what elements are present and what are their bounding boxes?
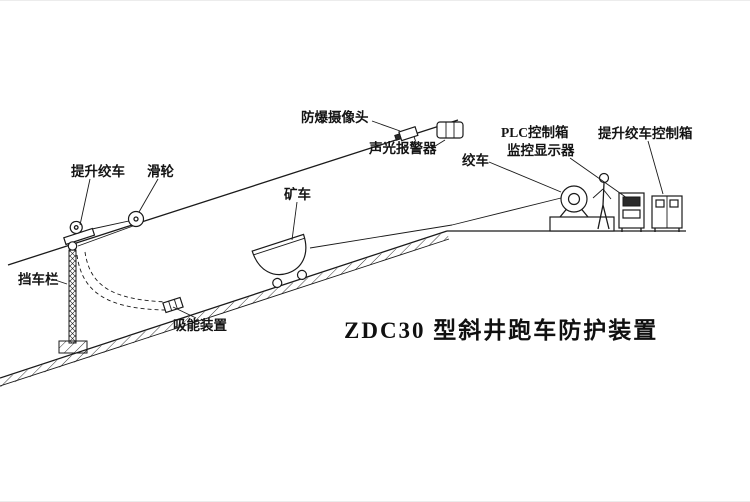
diagram-title: ZDC30 型斜井跑车防护装置: [344, 317, 658, 343]
haul-rope-line: [309, 197, 562, 249]
label-explosion-proof-camera: 防爆摄像头: [301, 109, 369, 125]
camera-icon: [394, 126, 419, 142]
winch-icon: [549, 172, 615, 232]
car-barrier-icon: [58, 241, 88, 354]
label-hoist-winch: 提升绞车: [71, 163, 125, 179]
label-sound-light-alarm: 声光报警器: [368, 140, 437, 156]
barrier-rope-lines: [77, 220, 134, 247]
incline-hatch-band: [0, 232, 449, 387]
hoist-control-cabinet-icon: [651, 195, 683, 232]
label-pulley: 滑轮: [147, 163, 174, 179]
mine-car-icon: [251, 233, 308, 289]
label-hoist-winch-control-box: 提升绞车控制箱: [598, 125, 693, 141]
shaft-roof-line: [7, 119, 459, 266]
hoist-winch-icon: [63, 220, 96, 246]
inclined-shaft-structure: [0, 119, 686, 387]
label-plc-control-box: PLC控制箱: [501, 124, 569, 140]
alarm-icon: [436, 121, 464, 139]
operator-figure: [598, 172, 610, 184]
incline-floor-underline: [0, 238, 450, 387]
energy-absorber-icon: [76, 251, 184, 314]
plc-cabinet-icon: [618, 192, 645, 232]
incline-floor-line: [0, 230, 448, 379]
pulley-icon: [127, 210, 145, 228]
label-car-stop-barrier: 挡车栏: [18, 271, 59, 287]
label-winch: 绞车: [462, 152, 489, 168]
label-energy-absorber: 吸能装置: [173, 317, 227, 333]
leader-lines: [51, 120, 664, 319]
label-monitor-display: 监控显示器: [507, 142, 575, 158]
label-mine-car: 矿车: [284, 186, 311, 202]
